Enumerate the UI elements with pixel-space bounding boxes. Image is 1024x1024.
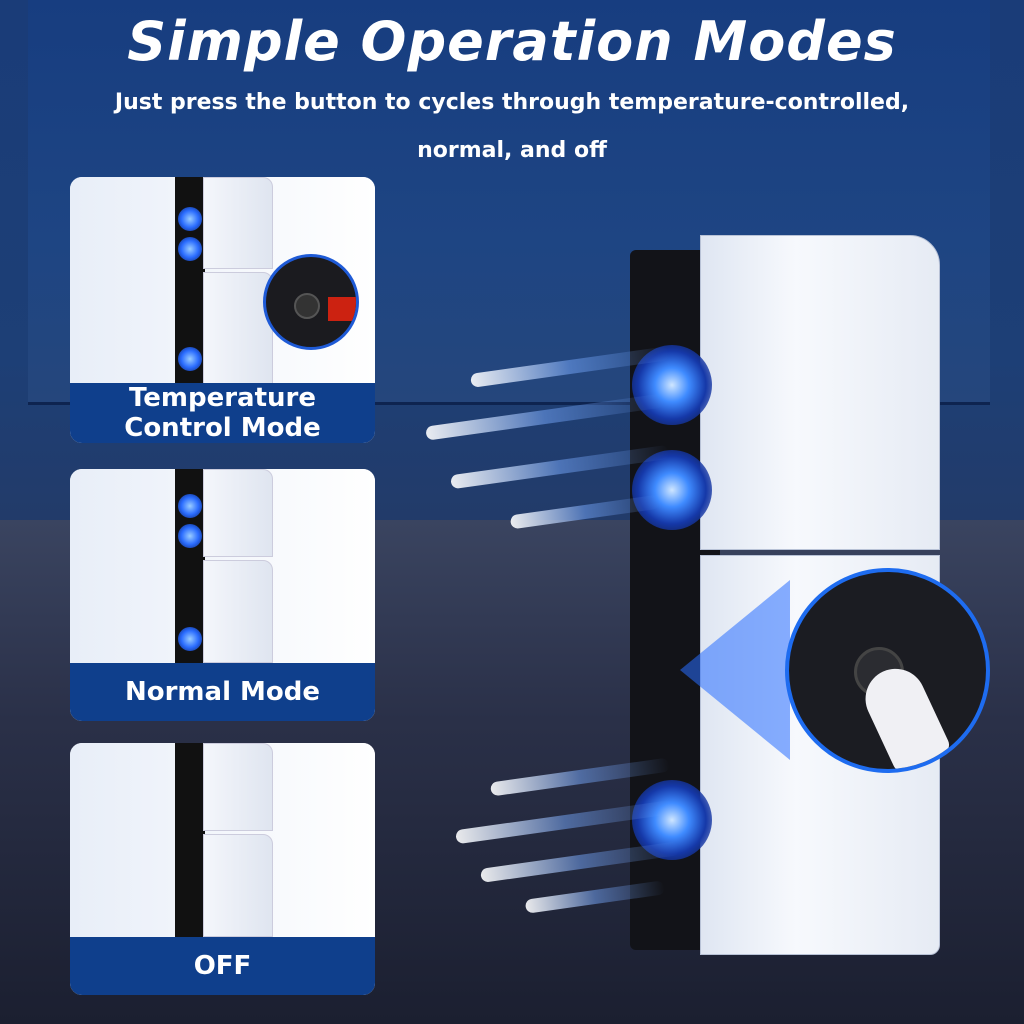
fan-light-icon <box>178 237 202 261</box>
page-title: Simple Operation Modes <box>127 10 897 73</box>
fan-light-icon <box>178 347 202 371</box>
zoom-beam <box>680 580 790 760</box>
mode-card-off: OFF <box>70 743 375 995</box>
console-top-panel <box>700 235 940 550</box>
fan-light-icon <box>178 627 202 651</box>
fan-light-icon <box>178 207 202 231</box>
mode-card-temperature-control: Temperature Control Mode <box>70 177 375 443</box>
mode-label: Normal Mode <box>70 663 375 721</box>
product-thumbnail <box>70 177 375 385</box>
fan-light-icon <box>178 494 202 518</box>
mode-card-normal: Normal Mode <box>70 469 375 721</box>
mode-label: OFF <box>70 937 375 995</box>
mode-label: Temperature Control Mode <box>70 383 375 443</box>
mode-label-line-2: Control Mode <box>124 413 321 443</box>
fan-light-icon <box>178 524 202 548</box>
fan-icon <box>632 450 712 530</box>
product-thumbnail <box>70 743 375 937</box>
mode-label-line-1: Temperature <box>128 383 316 413</box>
red-indicator-light <box>328 297 356 321</box>
product-thumbnail <box>70 469 375 663</box>
subtitle-line-1: Just press the button to cycles through … <box>114 90 910 115</box>
button-press-closeup <box>785 568 990 773</box>
button-closeup <box>263 254 359 350</box>
subtitle-line-2: normal, and off <box>417 138 607 163</box>
power-button-icon <box>294 293 320 319</box>
